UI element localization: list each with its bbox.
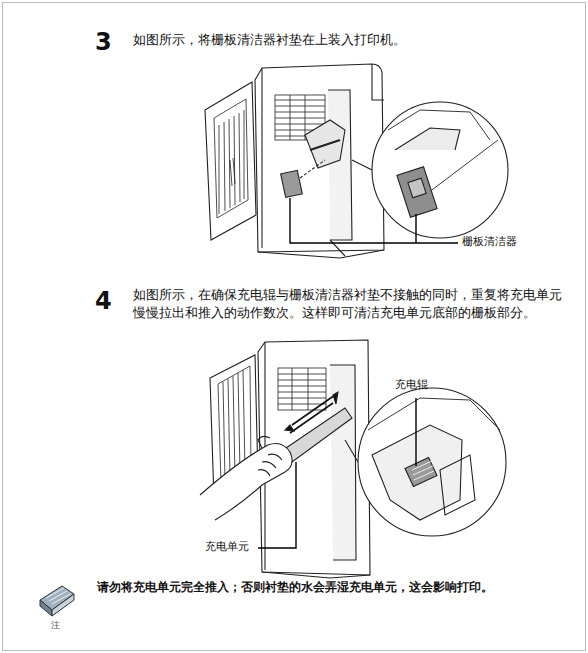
page-frame [3, 3, 586, 651]
printer-figure-1 [205, 64, 384, 258]
part-label: 栅板清洁器 [462, 235, 517, 250]
leader-lines-1 [290, 198, 458, 243]
note-icon [40, 586, 74, 616]
step-text: 如图所示，将栅板清洁器衬垫在上装入打印机。 [133, 31, 406, 49]
step-number: 3 [95, 26, 112, 58]
step-number: 4 [95, 285, 112, 317]
note-label: 注 [51, 619, 60, 631]
leader-lines-2 [258, 398, 416, 548]
note-text: 请勿将充电单元完全推入；否则衬垫的水会弄湿充电单元，这会影响打印。 [97, 579, 493, 595]
detail-callout-2 [345, 388, 506, 536]
part-label: 充电单元 [205, 540, 249, 555]
hand-figure [200, 436, 292, 520]
detail-callout-1 [352, 102, 508, 238]
part-label: 充电辊 [395, 378, 428, 393]
step-text: 如图所示，在确保充电辊与栅板清洁器衬垫不接触的同时，重复将充电单元慢慢拉出和推入… [133, 286, 573, 321]
